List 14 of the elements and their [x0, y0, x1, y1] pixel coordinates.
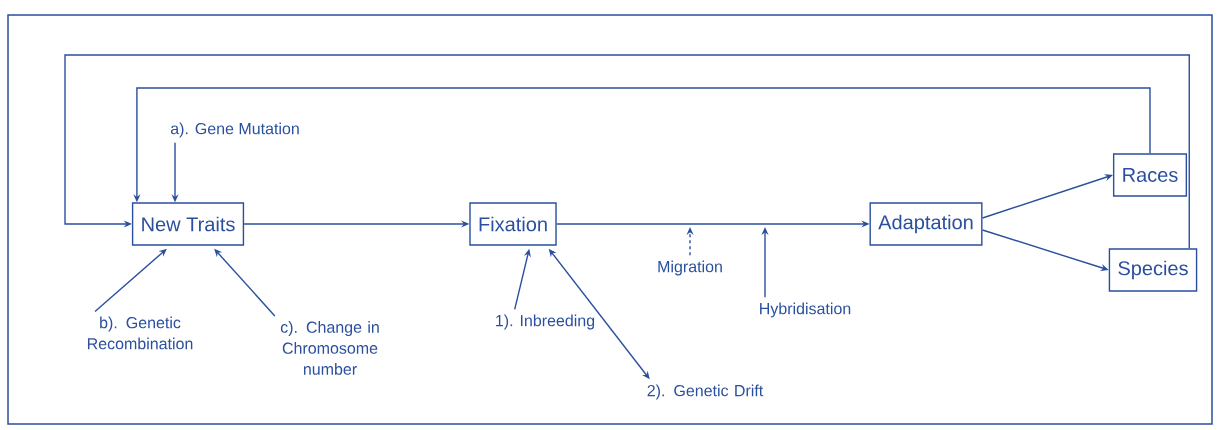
process-box: Species — [1108, 248, 1198, 292]
note-text: a). Gene Mutation — [170, 122, 299, 138]
process-box: Races — [1112, 153, 1188, 197]
note-text: 2). Genetic Drift — [647, 384, 764, 400]
note-text: Hybridisation — [760, 302, 851, 318]
process-box: New Traits — [131, 202, 245, 246]
note-text: 1). Inbreeding — [496, 314, 595, 330]
arrow — [64, 54, 1190, 249]
note-text: c). Change in Chromosome number — [280, 321, 379, 375]
arrow — [981, 174, 1113, 219]
note-text: Migration — [658, 260, 722, 276]
note-text: b). Genetic Recombination — [87, 316, 193, 350]
process-box: Fixation — [469, 202, 557, 246]
process-box: Adaptation — [869, 202, 983, 246]
